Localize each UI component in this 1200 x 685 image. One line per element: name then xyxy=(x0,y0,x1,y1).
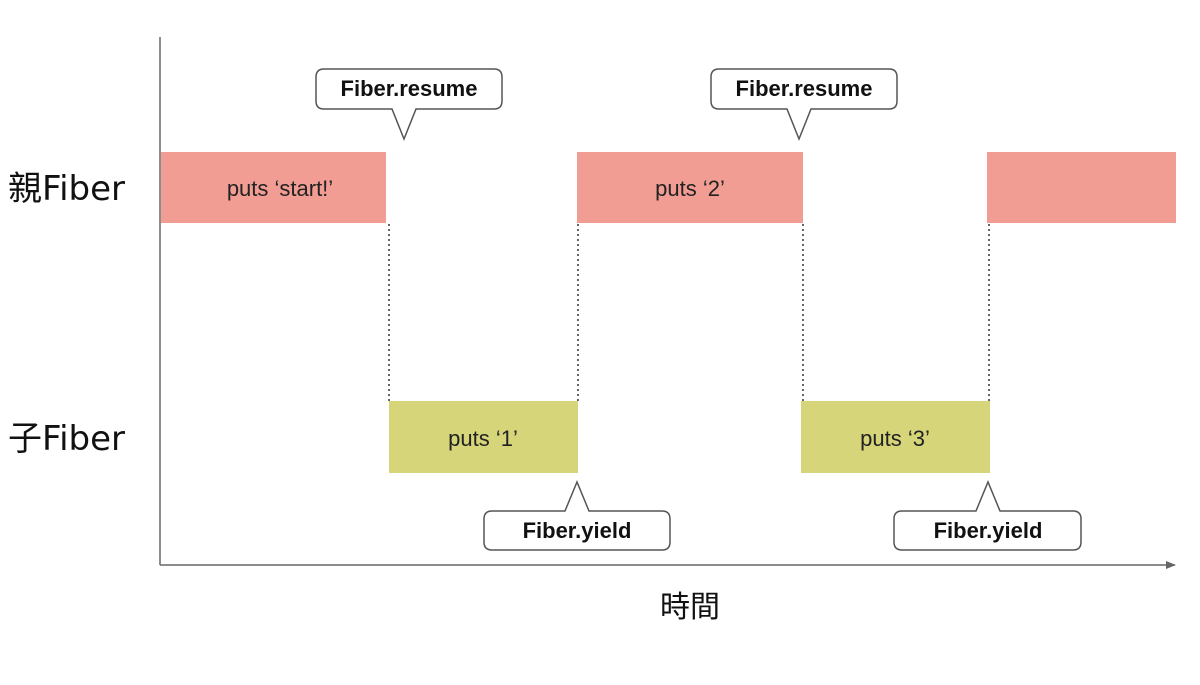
yield-callout-2: Fiber.yield xyxy=(893,480,1082,551)
resume-callout-2-label: Fiber.resume xyxy=(736,76,873,101)
parent-block-1-label: puts ‘start!’ xyxy=(227,176,333,201)
yield-callout-2-label: Fiber.yield xyxy=(934,518,1043,543)
parent-block-3 xyxy=(987,152,1176,223)
transition-connectors xyxy=(388,224,990,402)
resume-callout-2-shape xyxy=(710,68,898,142)
yield-callout-1-shape xyxy=(483,480,671,551)
parent-fiber-lane-label: 親Fiber xyxy=(8,169,125,209)
resume-callout-1-shape xyxy=(315,68,503,142)
yield-callout-1-label: Fiber.yield xyxy=(523,518,632,543)
time-axis-label: 時間 xyxy=(660,590,720,625)
parent-block-1 xyxy=(161,152,386,223)
child-block-1 xyxy=(389,401,578,473)
resume-callout-1-label: Fiber.resume xyxy=(341,76,478,101)
parent-block-2 xyxy=(577,152,803,223)
child-fiber-lane-label: 子Fiber xyxy=(8,419,125,459)
yield-callout-2-shape xyxy=(893,480,1082,551)
yield-callout-1: Fiber.yield xyxy=(483,480,671,551)
resume-callout-2: Fiber.resume xyxy=(710,68,898,142)
child-block-1-label: puts ‘1’ xyxy=(448,426,518,451)
child-block-2 xyxy=(801,401,990,473)
resume-callout-1: Fiber.resume xyxy=(315,68,503,142)
child-block-2-label: puts ‘3’ xyxy=(860,426,930,451)
parent-block-2-label: puts ‘2’ xyxy=(655,176,725,201)
